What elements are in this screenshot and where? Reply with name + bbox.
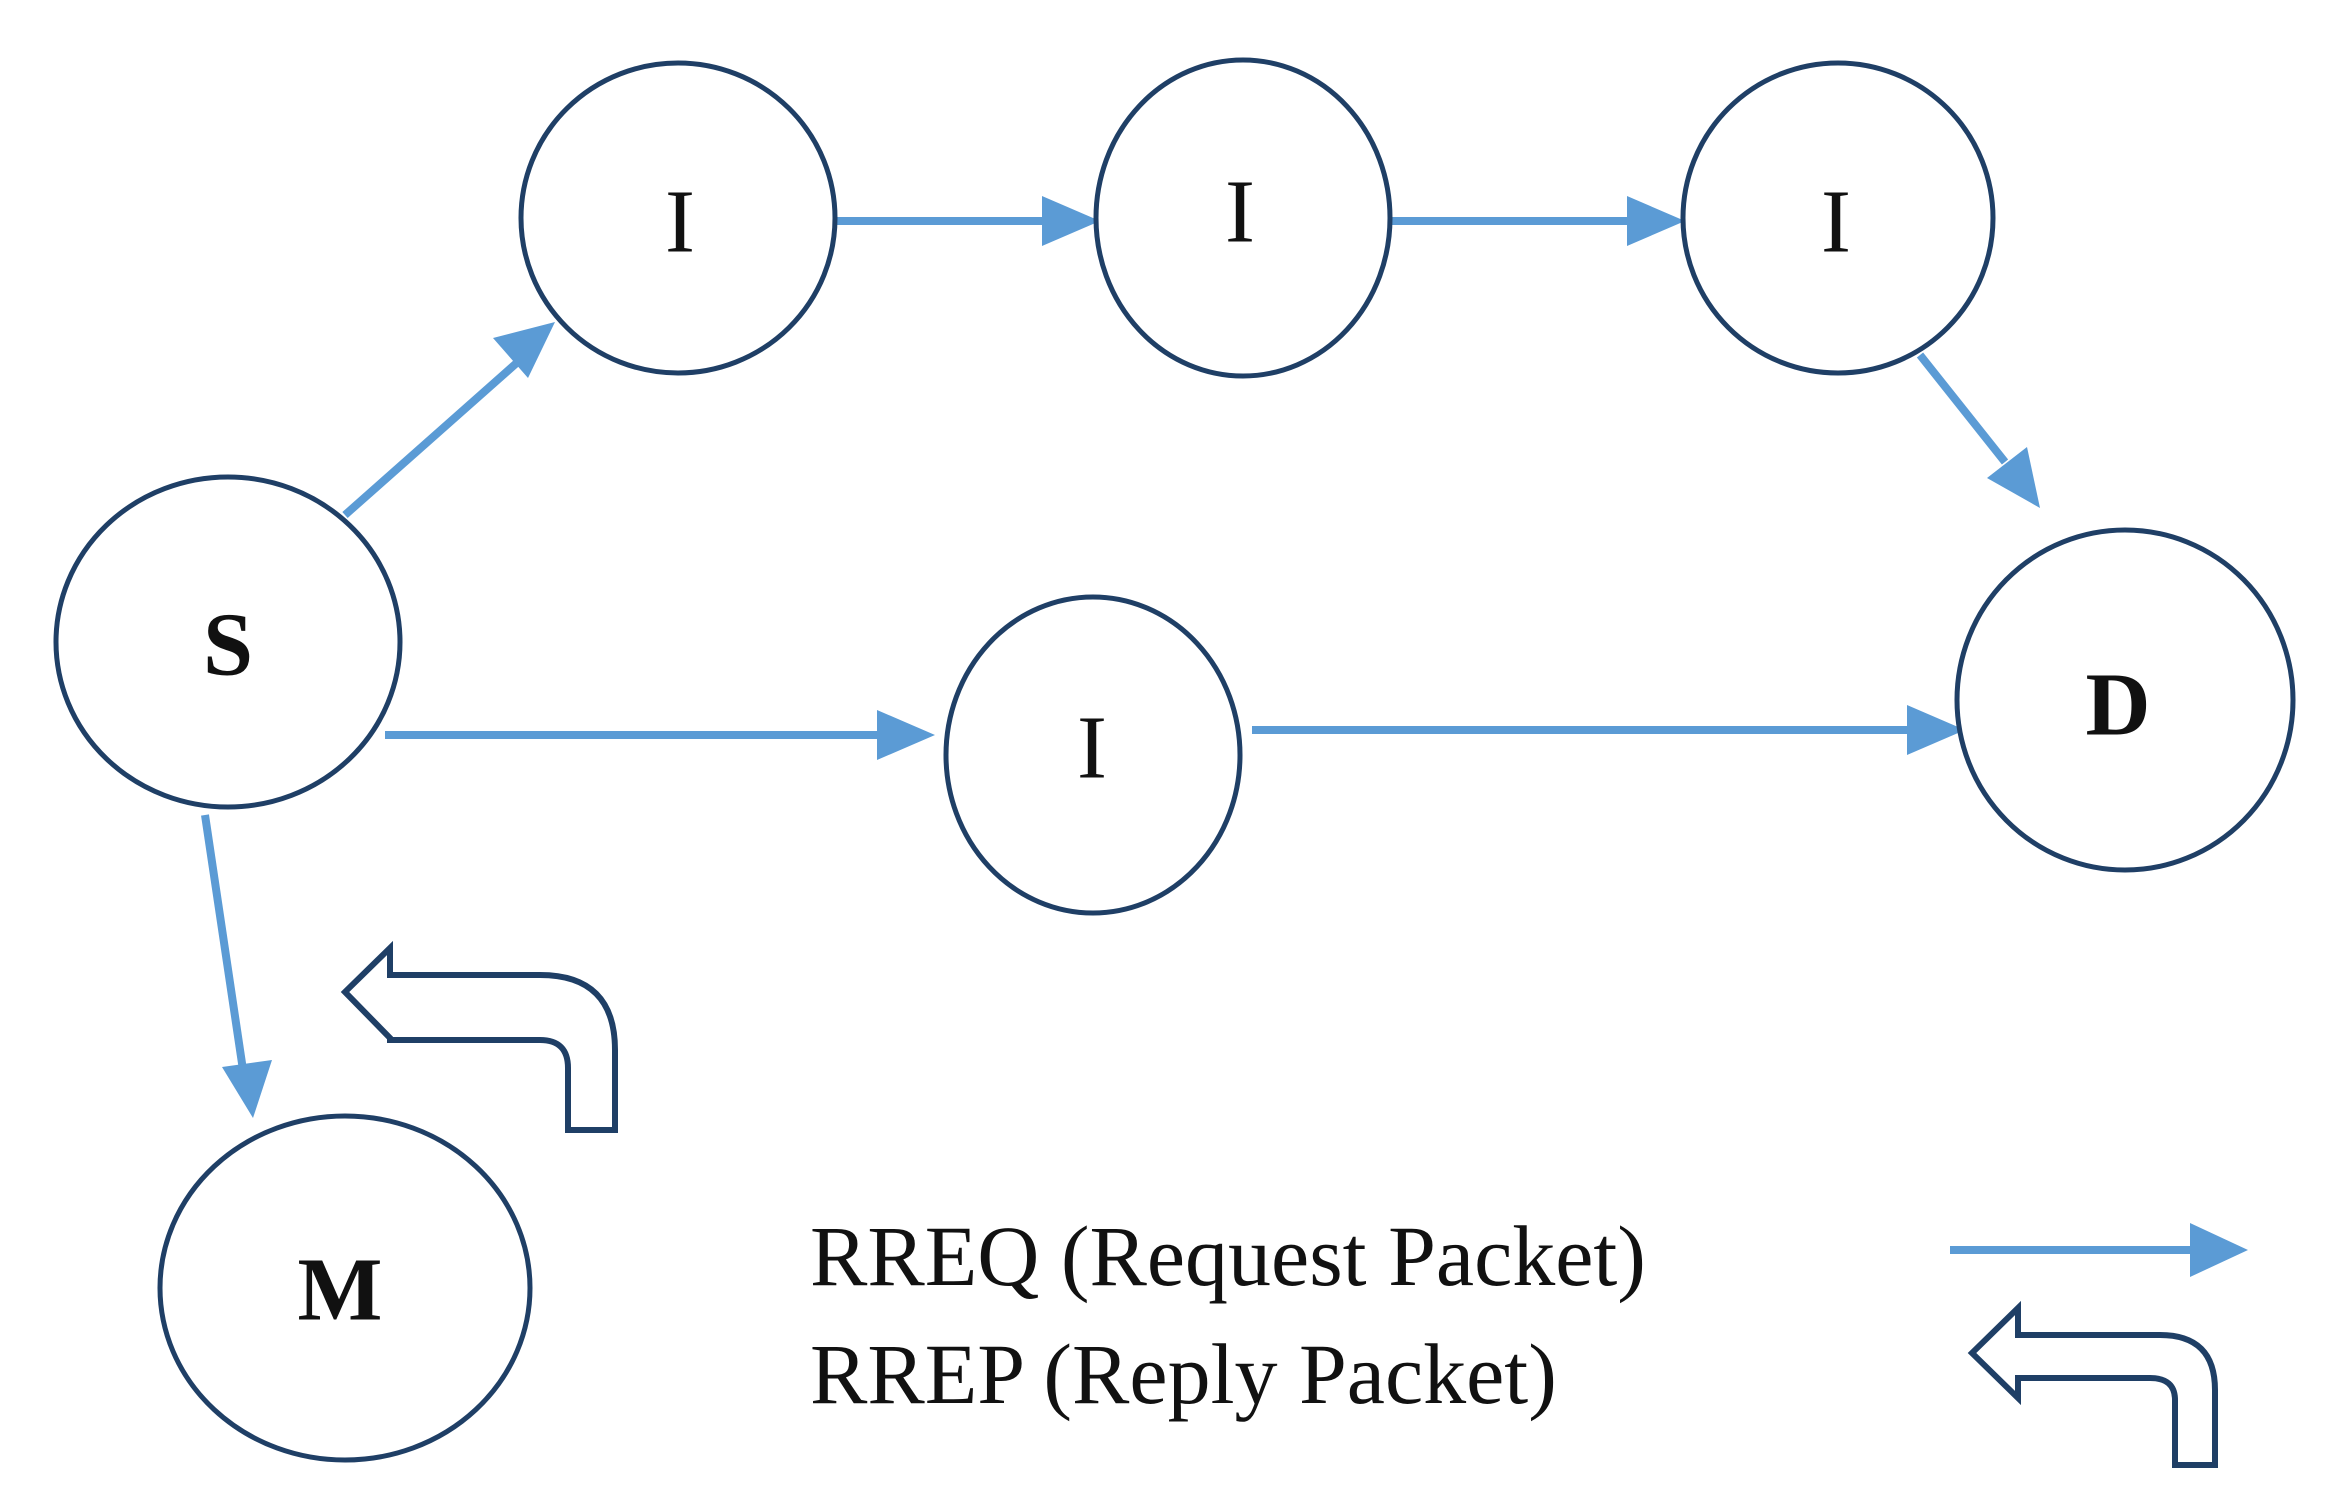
node-i3-circle xyxy=(1680,60,1996,376)
node-i1: I xyxy=(518,60,838,376)
node-m-label: M xyxy=(298,1241,383,1340)
node-i1-circle xyxy=(518,60,838,376)
node-m-circle xyxy=(157,1113,533,1463)
edge-i4-to-d-arrowhead xyxy=(1907,705,1965,755)
rrep-reply-arrow xyxy=(340,940,618,1133)
edge-i3-to-d xyxy=(1916,352,2009,465)
node-i4: I xyxy=(943,594,1243,916)
node-i3-label: I xyxy=(1821,173,1851,272)
edge-i3-to-d-arrowhead xyxy=(1987,447,2040,508)
node-s: S xyxy=(53,474,403,810)
node-s-circle xyxy=(53,474,403,810)
edge-s-to-m-arrowhead xyxy=(222,1060,272,1118)
node-i1-label: I xyxy=(665,173,695,272)
edge-s-to-i1-arrowhead xyxy=(493,322,555,378)
node-s-label: S xyxy=(203,596,253,695)
edge-i1-to-i2-arrowhead xyxy=(1042,196,1100,246)
edge-i2-to-i3-arrowhead xyxy=(1627,196,1685,246)
node-i3: I xyxy=(1680,60,1996,376)
legend-rreq-arrowhead xyxy=(2190,1223,2248,1277)
legend-rrep-label: RREP (Reply Packet) xyxy=(810,1326,1557,1422)
node-d-label: D xyxy=(2086,656,2151,755)
edge-s-to-i1 xyxy=(342,357,523,518)
node-i2-label: I xyxy=(1225,163,1255,262)
legend-rrep-arrow xyxy=(1967,1300,2218,1468)
node-i4-label: I xyxy=(1077,699,1107,798)
edge-s-to-m xyxy=(201,814,247,1071)
legend: RREQ (Request Packet) RREP (Reply Packet… xyxy=(810,1208,2248,1468)
node-m: M xyxy=(157,1113,533,1463)
node-d-circle xyxy=(1954,527,2296,873)
node-i2-circle xyxy=(1093,57,1393,379)
node-d: D xyxy=(1954,527,2296,873)
node-i4-circle xyxy=(943,594,1243,916)
node-i2: I xyxy=(1093,57,1393,379)
edge-s-to-i4-arrowhead xyxy=(877,710,935,760)
legend-rreq-label: RREQ (Request Packet) xyxy=(810,1208,1646,1304)
